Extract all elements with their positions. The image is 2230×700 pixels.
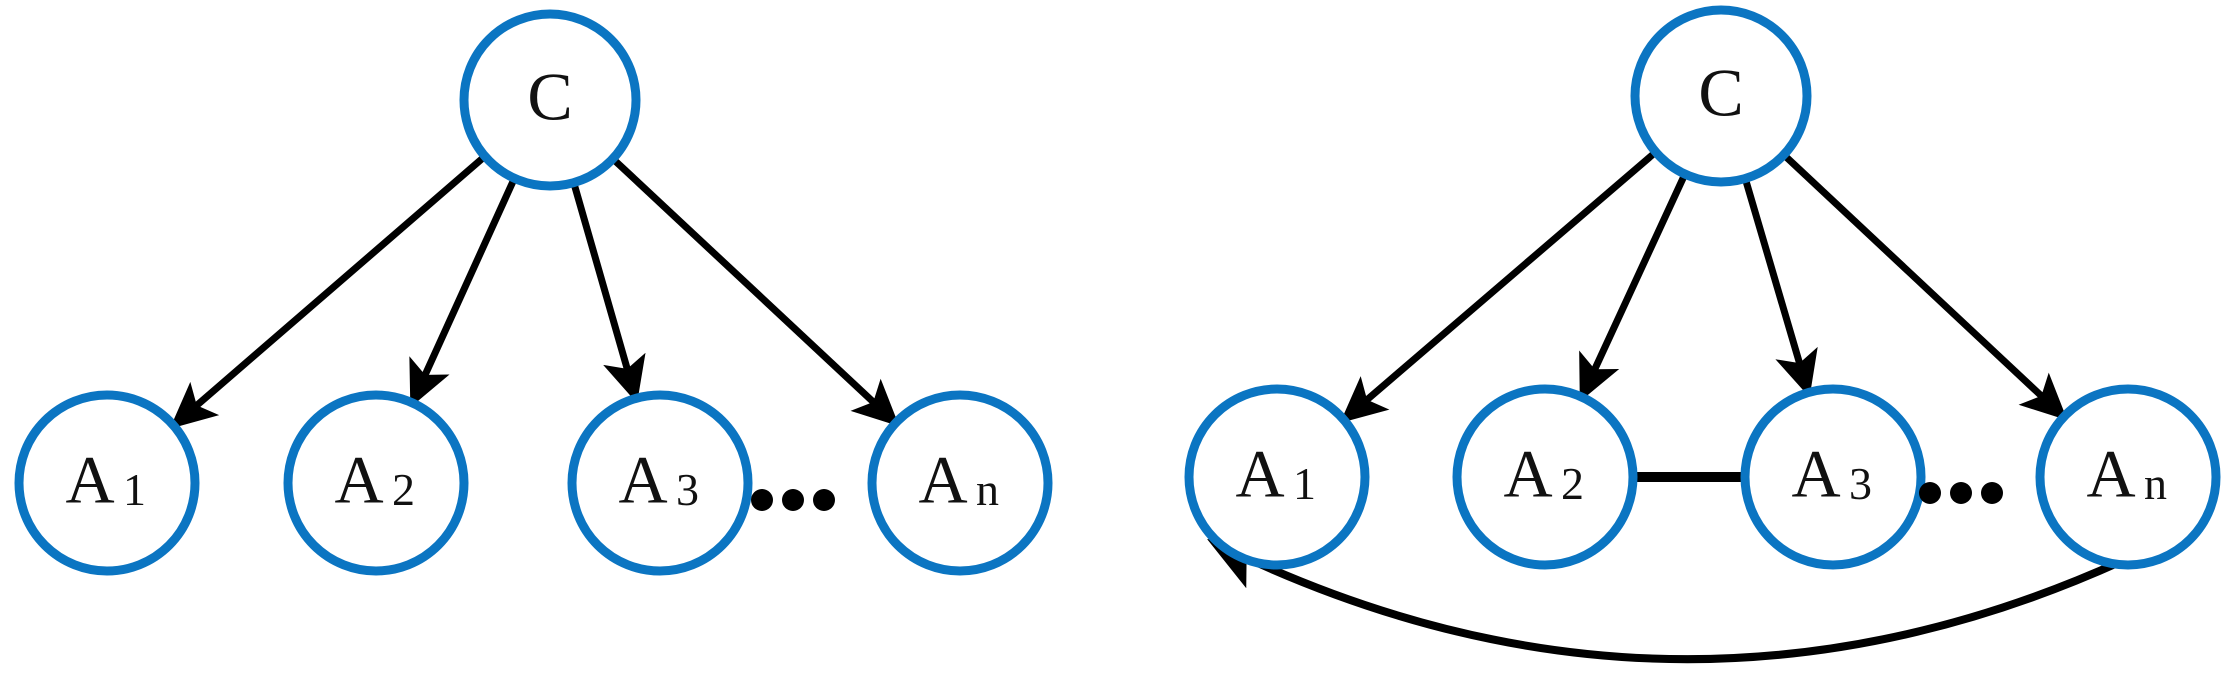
node-right-c[interactable]: C <box>1630 5 1812 187</box>
node-label-subscript: n <box>2144 458 2167 509</box>
ellipsis-dot <box>813 489 835 511</box>
edges-layer <box>169 149 2124 664</box>
node-circle <box>2035 384 2221 570</box>
node-label-subscript: 3 <box>676 464 699 515</box>
ellipsis-dot <box>1950 482 1972 504</box>
node-label: A <box>65 442 114 518</box>
node-label-subscript: 2 <box>1561 458 1584 509</box>
edge-c-to-a3 <box>570 182 646 404</box>
edge-c-to-an <box>1782 152 2068 421</box>
ellipsis-dot <box>1919 482 1941 504</box>
node-circle <box>459 9 641 191</box>
node-label-subscript: 1 <box>1293 458 1316 509</box>
node-circle <box>1452 384 1638 570</box>
node-circle <box>1740 384 1926 570</box>
node-label: C <box>1698 55 1743 131</box>
edge-c-to-a1 <box>169 154 487 429</box>
node-circle <box>14 390 200 576</box>
node-label: C <box>527 59 572 135</box>
node-label: A <box>918 442 967 518</box>
edge-c-to-a2 <box>1579 173 1688 402</box>
curved-edge-an-to-a1 <box>1207 539 2124 664</box>
node-circle <box>567 390 753 576</box>
ellipsis-dot <box>751 489 773 511</box>
edge-c-to-a2 <box>409 177 518 408</box>
node-label-subscript: n <box>976 464 999 515</box>
node-circle <box>283 390 469 576</box>
node-label: A <box>2086 436 2135 512</box>
node-circle <box>867 390 1053 576</box>
node-circle <box>1184 384 1370 570</box>
node-label: A <box>334 442 383 518</box>
edge-c-to-an <box>611 156 900 427</box>
node-label: A <box>1235 436 1284 512</box>
edge-c-to-a3 <box>1742 178 1818 398</box>
ellipsis-dot <box>782 489 804 511</box>
ellipsis-layer <box>751 482 2003 511</box>
node-label: A <box>1791 436 1840 512</box>
node-circle <box>1630 5 1812 187</box>
node-label-subscript: 1 <box>123 464 146 515</box>
node-label-subscript: 2 <box>392 464 415 515</box>
ellipsis-dot <box>1981 482 2003 504</box>
edge-c-to-a1 <box>1339 149 1658 423</box>
node-label: A <box>618 442 667 518</box>
node-label: A <box>1503 436 1552 512</box>
node-left-c[interactable]: C <box>459 9 641 191</box>
node-label-subscript: 3 <box>1849 458 1872 509</box>
